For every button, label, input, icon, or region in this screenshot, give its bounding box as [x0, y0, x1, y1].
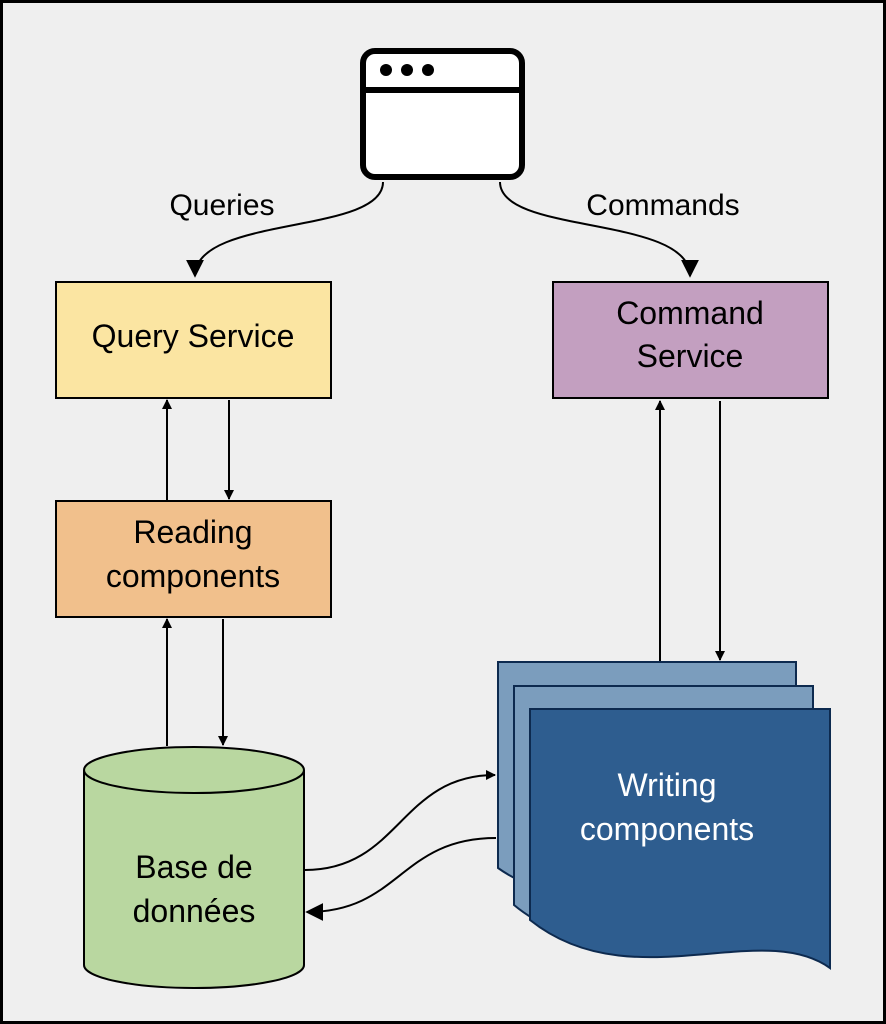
commands-label: Commands	[586, 189, 739, 222]
writing-components-node: Writing components	[497, 661, 831, 970]
database-node: Base de données	[83, 746, 305, 989]
writing-components-label-line1: Writing	[618, 767, 717, 803]
writing-to-database-arrow	[305, 837, 497, 921]
query-service-label: Query Service	[92, 318, 295, 354]
command-service-node: Command Service	[552, 281, 829, 399]
reading-components-label-line2: components	[106, 558, 280, 594]
command-service-label-line2: Service	[637, 338, 744, 374]
query-service-node: Query Service	[55, 281, 332, 399]
database-to-writing-arrow	[304, 770, 496, 871]
queries-arrow	[186, 181, 384, 278]
writing-components-label-line2: components	[580, 811, 754, 847]
database-label-line1: Base de	[135, 849, 252, 885]
commands-arrow	[499, 181, 699, 278]
reading-components-label-line1: Reading	[133, 514, 252, 550]
reading-components-node: Reading components	[55, 500, 332, 618]
queries-label: Queries	[169, 189, 274, 222]
command-service-label-line1: Command	[616, 295, 764, 331]
database-label-line2: données	[133, 893, 256, 929]
browser-window-icon	[360, 48, 525, 180]
